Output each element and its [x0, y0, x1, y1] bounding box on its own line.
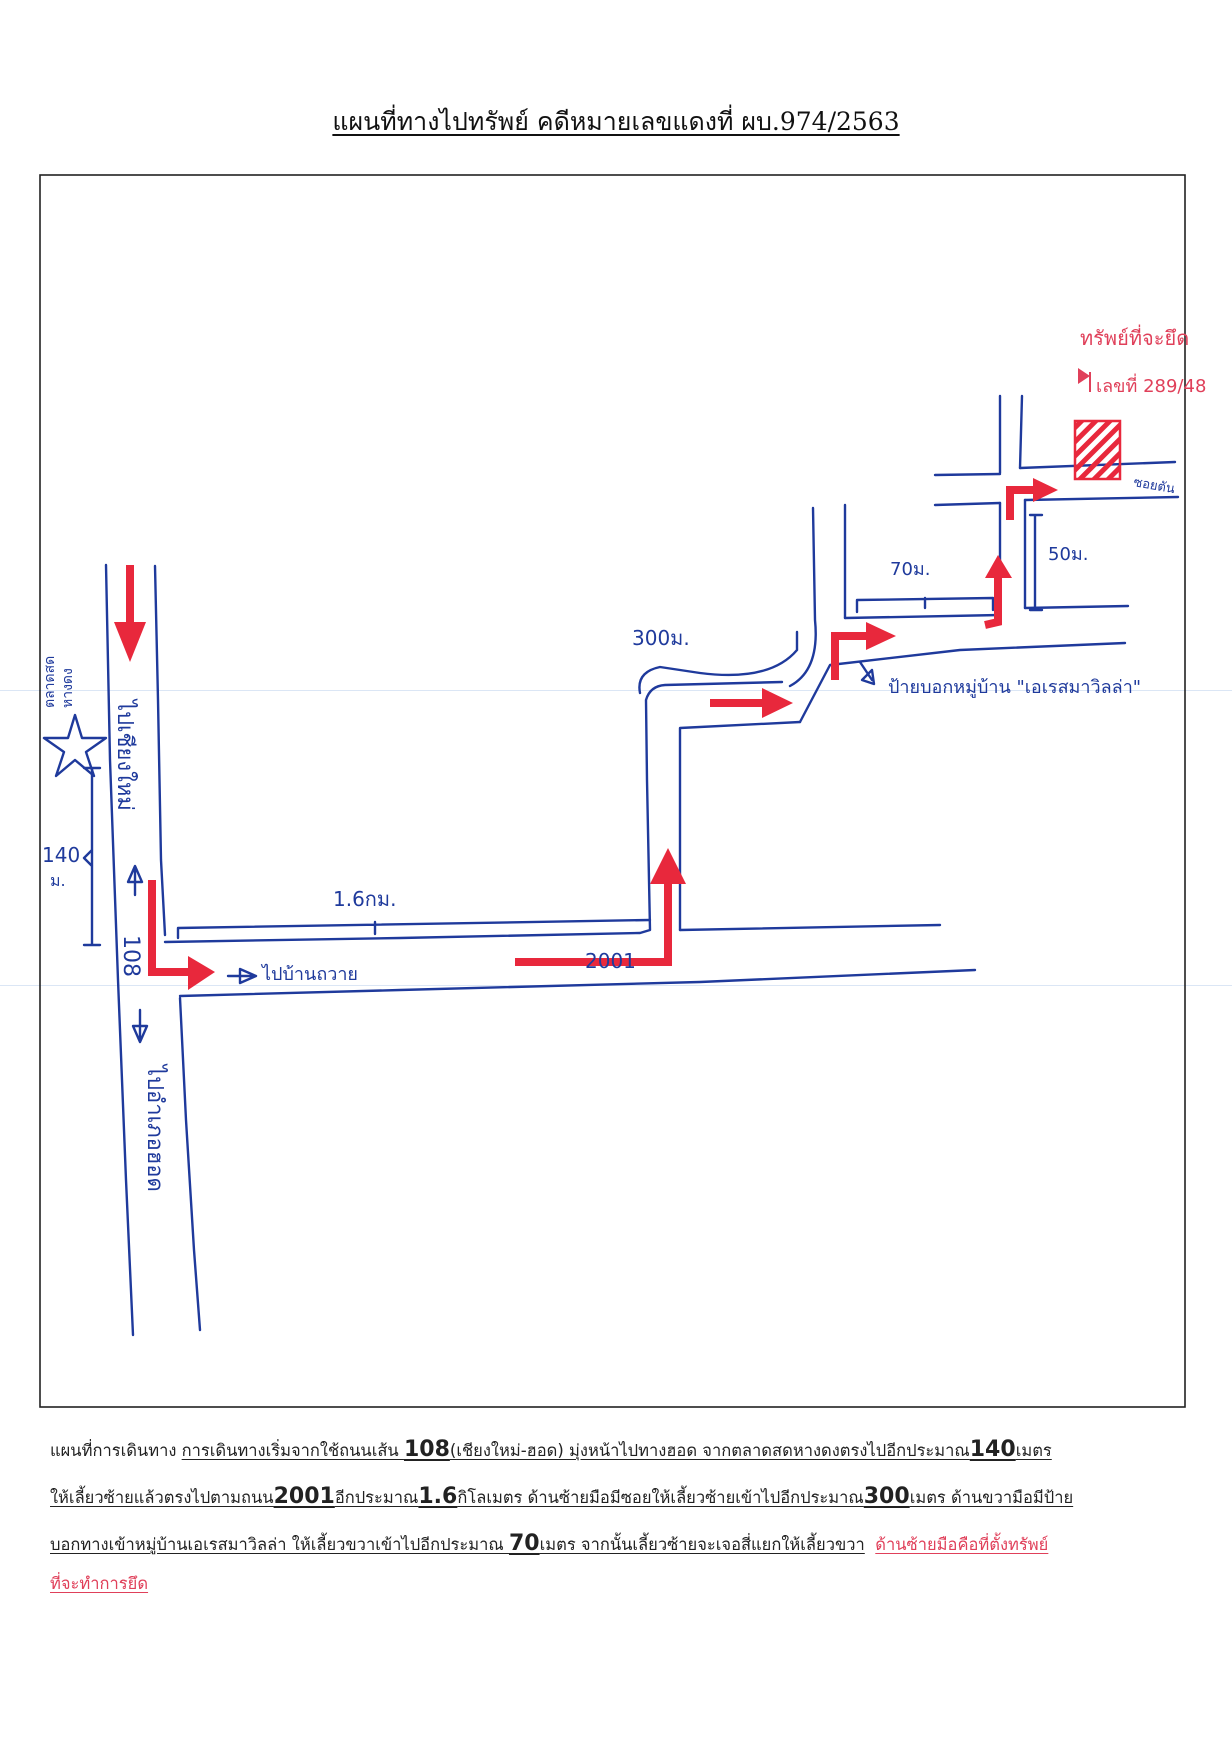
label-to-hod: ไปอำเภอฮอด — [142, 1063, 168, 1192]
dimension-70m — [855, 596, 995, 614]
label-distance-70m: 70ม. — [890, 559, 931, 580]
label-dead-end: ซอยตัน — [1132, 475, 1176, 497]
road-2001-bottom-edge — [178, 968, 977, 998]
route-arrow-50m — [984, 555, 1012, 629]
scan-line — [0, 985, 1232, 986]
directions-spacer — [865, 1535, 876, 1554]
directions-number: 70 — [508, 1531, 540, 1556]
dimension-300m — [638, 630, 799, 695]
label-to-ban-thawai: ไปบ้านถวาย — [260, 963, 358, 985]
directions-text: กิโลเมตร ด้านซ้ายมือมีซอยให้เลี้ยวซ้ายเข… — [457, 1488, 864, 1507]
route-arrow-village — [831, 622, 896, 680]
cross-road-bottom-left — [933, 501, 1002, 507]
page-title-text: แผนที่ทางไปทรัพย์ คดีหมายเลขแดงที่ ผบ.97… — [332, 107, 900, 136]
road-108-right-edge-upper — [153, 564, 167, 937]
label-market-line1: ตลาดสด — [42, 656, 58, 708]
road-2001-top-edge — [163, 680, 784, 944]
label-distance-140-unit: ม. — [50, 871, 66, 890]
label-distance-140: 140 — [42, 843, 80, 867]
directions-text: แผนที่การเดินทาง — [50, 1441, 182, 1460]
direction-arrow-icon — [858, 660, 876, 686]
route-arrow-2001 — [515, 848, 686, 966]
directions-text: เมตร ด้านขวามือมีป้าย — [909, 1488, 1074, 1507]
directions-text: การเดินทางเริ่มจากใช้ถนนเส้น — [181, 1441, 404, 1460]
label-village-sign: ป้ายบอกหมู่บ้าน "เอเรสมาวิลล่า" — [888, 677, 1141, 698]
dimension-140m — [82, 766, 102, 947]
flag-icon — [1078, 368, 1091, 392]
village-road-top — [843, 613, 1002, 620]
map-frame — [39, 174, 1186, 1408]
directions-text: (เชียงใหม่-ฮอด) มุ่งหน้าไปทางฮอด จากตลาด… — [449, 1441, 970, 1460]
directions-text: บอกทางเข้าหมู่บ้านเอเรสมาวิลล่า ให้เลี้ย… — [50, 1535, 509, 1554]
village-road-bottom — [798, 641, 1127, 724]
direction-arrow-icon — [226, 967, 258, 985]
star-icon — [42, 713, 108, 778]
label-property-line1: ทรัพย์ที่จะยึด — [1080, 324, 1189, 350]
directions-property-text: ที่จะทำการยึด — [50, 1574, 149, 1593]
dimension-50m — [1028, 513, 1044, 612]
directions-text: เมตร — [1015, 1441, 1052, 1460]
directions-line-4: ที่จะทำการยึด — [50, 1572, 1190, 1597]
directions-line-1: แผนที่การเดินทาง การเดินทางเริ่มจากใช้ถน… — [50, 1433, 1190, 1466]
route-arrow-soi — [710, 688, 793, 718]
cross-road-top-left — [933, 472, 1002, 477]
label-to-chiangmai: ไปเชียงใหม่ — [112, 698, 138, 811]
label-distance-300m: 300ม. — [632, 626, 690, 650]
directions-number: 300 — [863, 1484, 910, 1509]
directions-number: 1.6 — [418, 1484, 458, 1509]
label-market-line2: หางดง — [60, 668, 76, 708]
village-road-top-right — [1023, 604, 1130, 610]
label-road-2001: 2001 — [585, 949, 636, 973]
directions-text: ให้เลี้ยวซ้ายแล้วตรงไปตามถนน — [50, 1488, 274, 1507]
scan-line — [0, 690, 1232, 691]
directions-number: 140 — [969, 1437, 1016, 1462]
road-108-right-edge-lower — [178, 996, 202, 1332]
label-property-line2: เลขที่ 289/48 — [1096, 373, 1206, 397]
direction-arrow-icon — [126, 864, 144, 897]
road-108-left-edge — [104, 563, 135, 1337]
property-soi-right-upper — [1018, 394, 1024, 470]
directions-property-text: ด้านซ้ายมือคือที่ตั้งทรัพย์ — [875, 1535, 1049, 1554]
route-arrow-left-turn — [148, 880, 215, 990]
directions-number: 108 — [403, 1437, 450, 1462]
label-distance-50m: 50ม. — [1048, 544, 1089, 565]
route-arrow-start — [114, 565, 146, 662]
directions-text: เมตร จากนั้นเลี้ยวซ้ายจะเจอสี่แยกให้เลี้… — [539, 1535, 865, 1554]
directions-number: 2001 — [273, 1484, 335, 1509]
directions-line-2: ให้เลี้ยวซ้ายแล้วตรงไปตามถนน2001อีกประมา… — [50, 1480, 1190, 1513]
directions-line-3: บอกทางเข้าหมู่บ้านเอเรสมาวิลล่า ให้เลี้ย… — [50, 1527, 1190, 1560]
directions-text: อีกประมาณ — [334, 1488, 419, 1507]
direction-arrow-icon — [131, 1008, 149, 1044]
road-2001-inner-right — [678, 720, 802, 932]
dimension-1-6km — [176, 918, 652, 940]
road-2001-spur — [678, 923, 942, 932]
cross-road-bottom-right — [1023, 495, 1180, 502]
soi-left-edge — [788, 506, 817, 688]
label-road-108: 108 — [118, 935, 143, 977]
label-distance-1-6km: 1.6กม. — [333, 887, 396, 911]
route-arrow-final — [1006, 478, 1058, 520]
hatched-property-marker — [1073, 419, 1122, 481]
page-title: แผนที่ทางไปทรัพย์ คดีหมายเลขแดงที่ ผบ.97… — [0, 102, 1232, 142]
